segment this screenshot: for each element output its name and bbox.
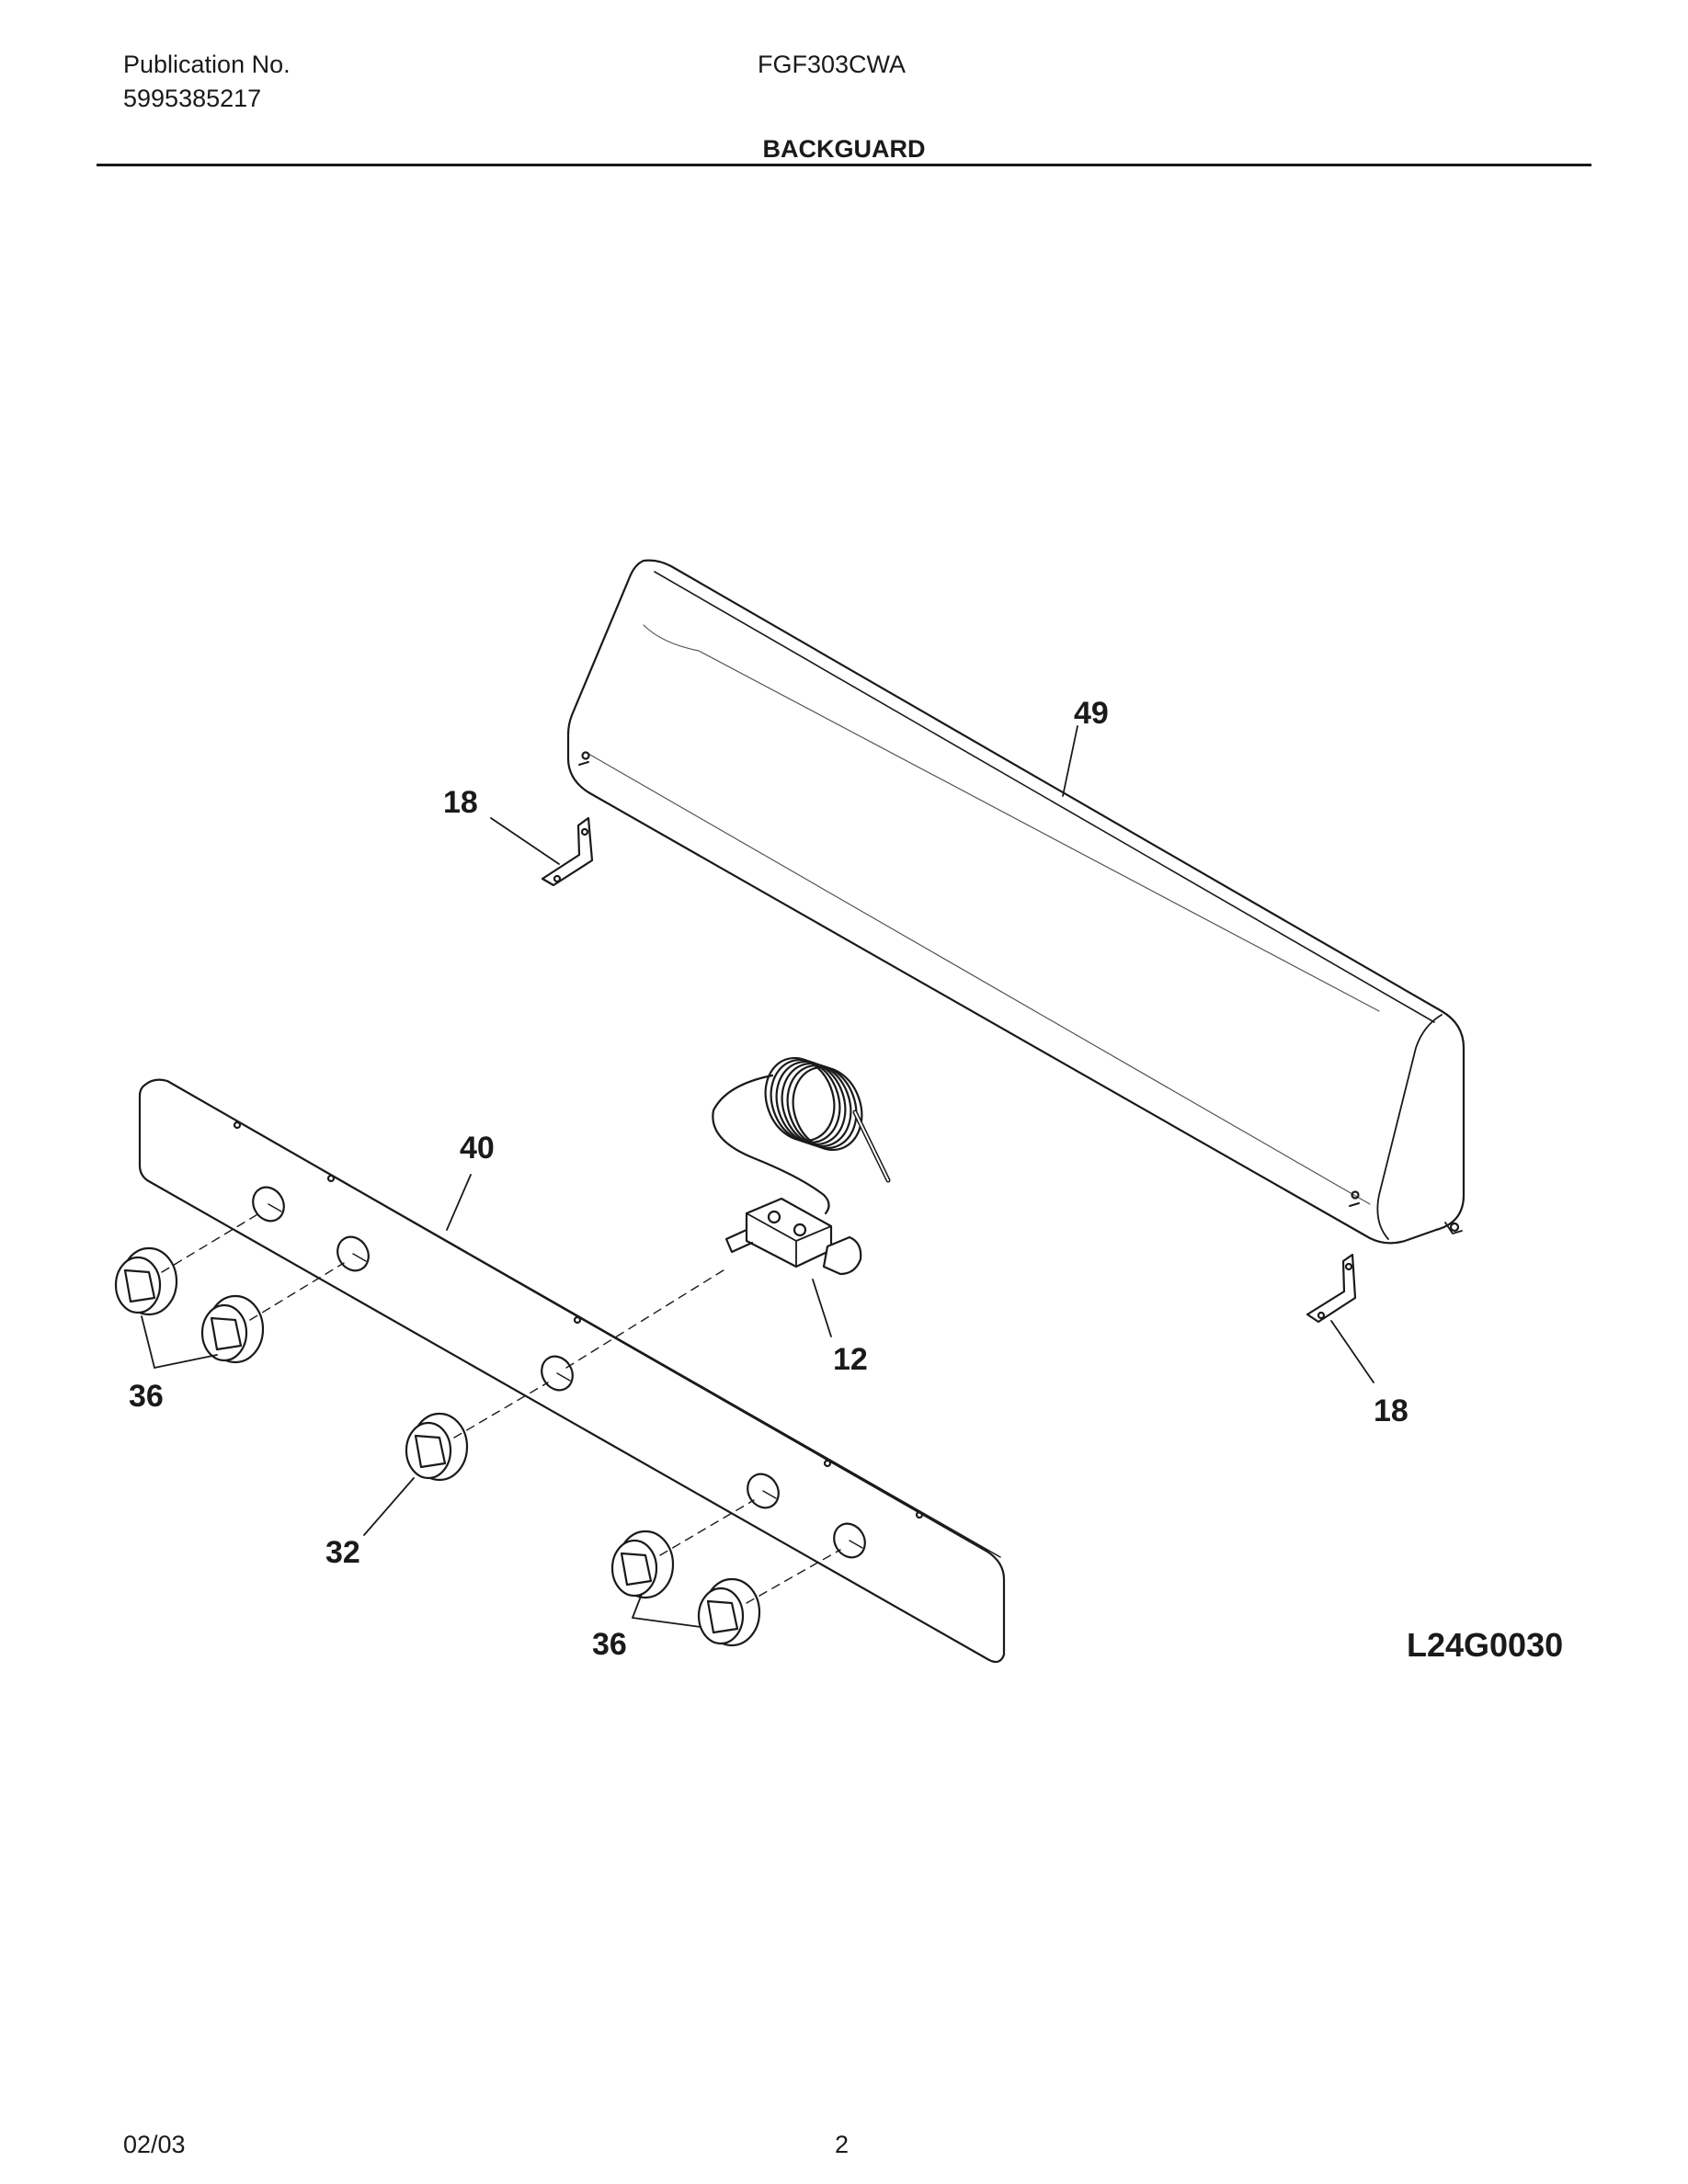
knob-lower-right	[697, 1577, 761, 1647]
section-title: BACKGUARD	[762, 135, 926, 163]
callout-knob-oven: 32	[325, 1535, 360, 1570]
bracket-left-part	[541, 816, 594, 887]
knob-upper-left	[114, 1246, 178, 1316]
alignment-lines	[161, 1212, 841, 1604]
knob-lower-left	[200, 1294, 265, 1364]
callout-knobs-left: 36	[129, 1379, 164, 1414]
callout-bracket-left: 18	[443, 785, 478, 820]
callout-backguard: 49	[1074, 696, 1109, 731]
page-number: 2	[835, 2131, 850, 2158]
backguard-part	[566, 559, 1466, 1245]
callout-control-panel: 40	[460, 1131, 495, 1166]
footer-date: 02/03	[123, 2131, 186, 2158]
control-panel-part	[138, 1078, 1006, 1664]
knob-upper-right	[610, 1530, 675, 1599]
publication-number: 5995385217	[123, 85, 262, 112]
knob-oven	[405, 1412, 469, 1482]
callout-thermostat: 12	[833, 1342, 868, 1377]
callout-bracket-right: 18	[1374, 1393, 1409, 1428]
header-rule	[97, 164, 1591, 166]
bracket-right-part	[1306, 1253, 1357, 1324]
callout-knobs-right: 36	[592, 1627, 627, 1662]
leader-lines	[141, 725, 1374, 1628]
model-number: FGF303CWA	[758, 51, 907, 78]
figure-id: L24G0030	[1407, 1626, 1563, 1664]
publication-label: Publication No.	[123, 51, 291, 78]
thermostat-part	[712, 1056, 891, 1276]
